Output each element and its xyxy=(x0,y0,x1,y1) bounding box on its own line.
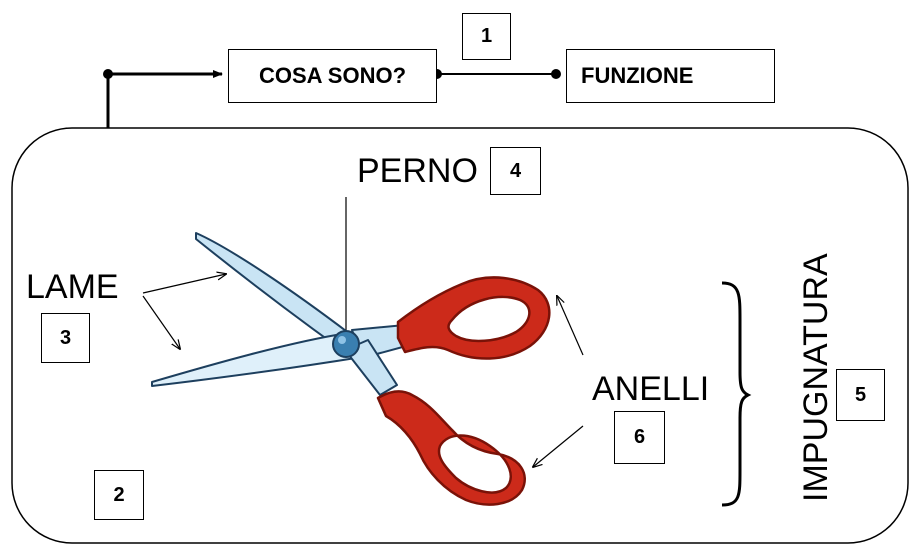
impugnatura-label: IMPUGNATURA xyxy=(797,253,835,502)
anelli-label: ANELLI xyxy=(592,370,710,408)
scissors-illustration xyxy=(151,232,551,506)
number-4-text: 4 xyxy=(509,159,522,182)
anelli-arrow-upper xyxy=(557,296,584,356)
cosa-sono-box: COSA SONO? xyxy=(228,49,437,103)
scissors-upper-ring xyxy=(396,276,551,360)
scissors-pivot xyxy=(332,330,360,358)
number-box-2: 2 xyxy=(94,470,144,520)
number-5-text: 5 xyxy=(854,383,867,406)
main-panel xyxy=(11,127,909,544)
number-1-text: 1 xyxy=(480,25,493,47)
scissors-pivot-highlight xyxy=(338,336,346,344)
number-6-text: 6 xyxy=(633,426,646,448)
number-3-text: 3 xyxy=(59,326,72,349)
lame-arrow-lower xyxy=(142,295,180,349)
number-box-5: 5 xyxy=(836,369,885,421)
impugnatura-brace xyxy=(721,281,752,507)
lame-arrow-upper xyxy=(142,274,226,294)
connector-cosa-sono-to-funzione xyxy=(432,69,561,79)
number-2-text: 2 xyxy=(113,483,125,506)
cosa-sono-text: COSA SONO? xyxy=(258,63,407,88)
lame-label: LAME xyxy=(26,268,119,306)
number-box-4: 4 xyxy=(490,147,541,195)
scissors-lower-tang xyxy=(344,339,398,396)
perno-label: PERNO xyxy=(357,152,478,190)
funzione-box: FUNZIONE xyxy=(566,49,775,103)
anelli-arrow-lower xyxy=(533,425,584,467)
number-box-6: 6 xyxy=(614,411,665,464)
scissors-lower-ring xyxy=(376,390,526,506)
number-box-3: 3 xyxy=(41,313,90,363)
funzione-text: FUNZIONE xyxy=(581,63,694,88)
number-box-1: 1 xyxy=(462,13,511,60)
connector-panel-to-cosa-sono xyxy=(103,69,223,128)
